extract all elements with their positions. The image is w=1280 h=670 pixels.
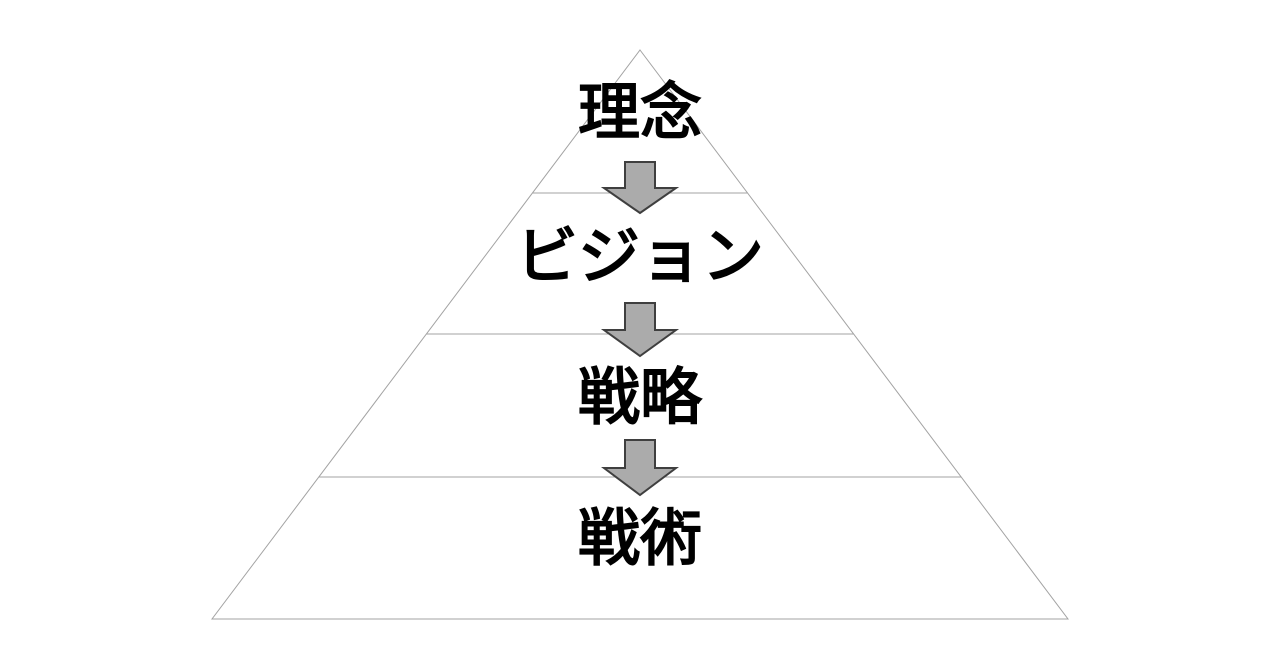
level-label-tactics: 戦術	[578, 505, 702, 574]
down-arrow-icon	[600, 161, 680, 215]
level-label-strategy: 戦略	[578, 364, 703, 433]
level-label-vision: ビジョン	[516, 223, 764, 292]
down-arrow-icon	[601, 439, 679, 497]
level-label-philosophy: 理念	[578, 78, 702, 148]
down-arrow-icon	[600, 302, 680, 358]
